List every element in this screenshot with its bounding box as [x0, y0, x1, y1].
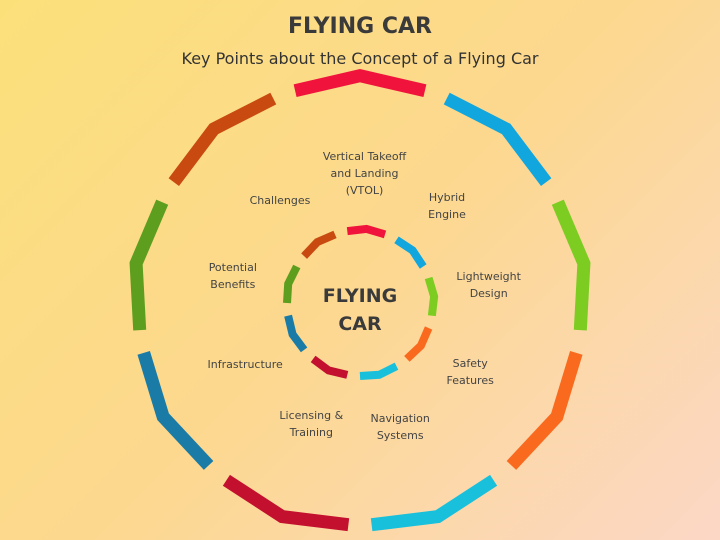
point-label-3-line-2: Design [469, 286, 508, 300]
inner-chevron-4 [404, 326, 433, 362]
point-label-8-line-1: Potential [208, 261, 257, 274]
center-label-line-2: CAR [338, 313, 382, 335]
point-label-1: Vertical Takeoff and Landing (VTOL) [305, 148, 425, 199]
point-label-2-line-2: Engine [428, 208, 466, 222]
center-label-line-1: FLYING [322, 285, 398, 307]
point-label-5-line-2: Systems [376, 428, 424, 442]
outer-chevron-2 [443, 92, 552, 187]
inner-chevron-7 [284, 314, 308, 353]
outer-chevron-8 [129, 199, 169, 331]
inner-chevron-3 [424, 276, 439, 317]
point-label-2-line-1: Hybrid [428, 191, 466, 205]
inner-chevron-2 [394, 236, 427, 269]
point-label-7: Infrastructure [185, 356, 305, 373]
outer-chevron-7 [137, 351, 214, 470]
inner-chevron-5 [359, 362, 399, 380]
inner-chevron-8 [283, 264, 301, 304]
point-label-1-line-1: Vertical Takeoff [322, 149, 407, 163]
point-label-9: Challenges [220, 192, 340, 209]
point-label-5-line-1: Navigation [370, 411, 430, 425]
point-label-4-line-1: Safety [452, 356, 488, 370]
point-label-6: Licensing & Training [251, 407, 371, 441]
page-subtitle: Key Points about the Concept of a Flying… [181, 49, 539, 68]
outer-chevron-3 [551, 199, 591, 331]
point-label-3-line-1: Lightweight [456, 269, 521, 283]
outer-chevron-6 [222, 474, 350, 532]
outer-chevron-4 [506, 351, 583, 470]
point-label-1-line-3: (VTOL) [345, 183, 384, 197]
inner-chevron-9 [301, 230, 337, 259]
inner-chevron-6 [310, 355, 349, 379]
point-label-1-line-2: and Landing [330, 166, 399, 180]
outer-chevron-5 [370, 474, 498, 532]
point-label-4-line-2: Features [446, 373, 494, 387]
point-label-6-line-2: Training [289, 425, 333, 439]
point-label-7-line-1: Infrastructure [207, 357, 283, 371]
point-label-6-line-1: Licensing & [279, 408, 344, 422]
outer-chevron-9 [168, 92, 277, 187]
outer-chevron-1 [293, 69, 427, 98]
point-label-9-line-1: Challenges [249, 194, 311, 208]
inner-chevron-1 [346, 224, 387, 239]
point-label-8-line-2: Benefits [210, 278, 256, 291]
page-title: FLYING CAR [288, 14, 432, 39]
center-label: FLYING CAR [300, 282, 420, 338]
